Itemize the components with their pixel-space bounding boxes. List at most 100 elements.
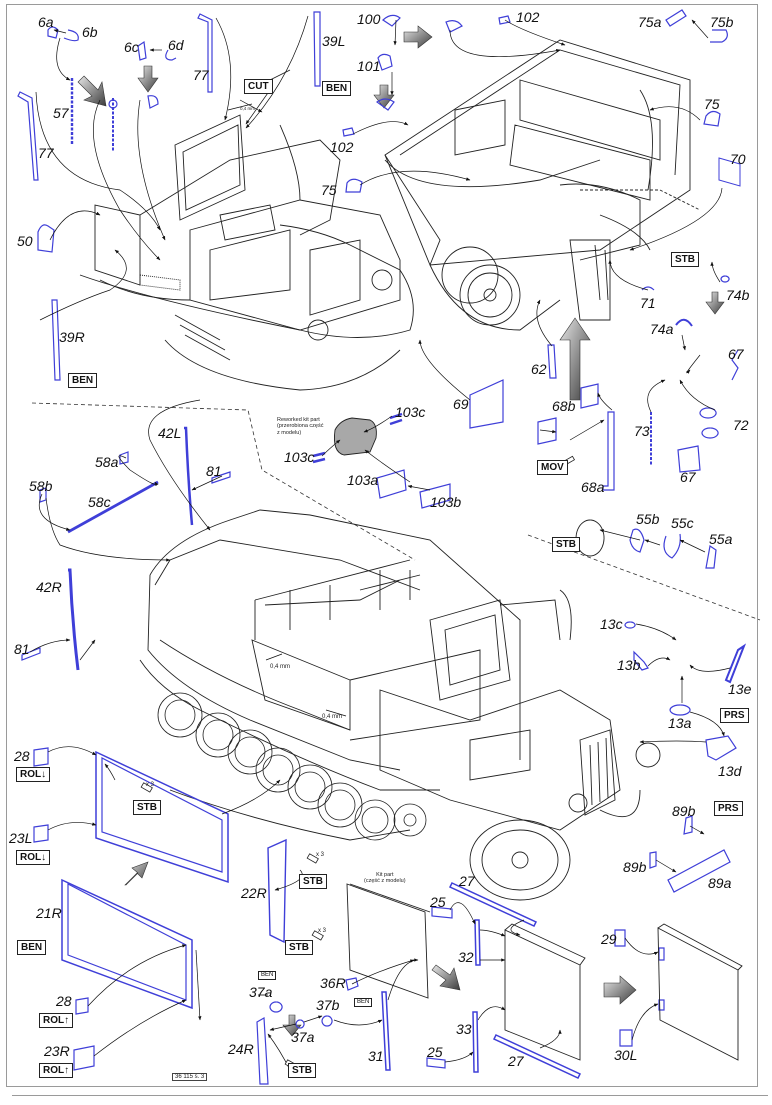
quantity-note: x 3 [316,852,325,858]
part-label-102-top: 102 [516,9,540,25]
process-arrow [705,291,725,315]
part-33 [472,1011,479,1073]
part-55a [705,544,717,569]
part-37b [321,1015,333,1027]
part-door-frame-upper [95,750,229,884]
note-line: (część z modelu) [364,878,406,885]
part-label-103b: 103b [430,494,462,510]
part-27b [492,1034,582,1079]
part-36R [345,977,359,991]
instruction-tag-stb: STB [552,537,580,552]
dimension-note: 0,4 mm [240,106,256,111]
note-line: z modelu) [277,429,302,436]
part-label-73: 73 [634,423,650,439]
part-label-22R: 22R [241,885,267,901]
halftrack-drawing [139,509,661,901]
dimension-markers [227,103,347,717]
reworked-kit-part-note: Reworked kit part (przerobiona część z m… [277,417,323,436]
part-13b [633,650,649,671]
part-label-55b: 55b [636,511,660,527]
part-103a [376,469,407,499]
bottom-rule [12,1095,768,1096]
part-103c2 [312,451,326,464]
kit-part-note: Kit part (część z modelu) [364,872,406,885]
part-label-71: 71 [640,295,656,311]
part-label-33: 33 [456,1021,472,1037]
part-77b [17,91,39,181]
kit-part-box [333,417,377,456]
part-31 [381,991,391,1071]
part-label-39L: 39L [322,33,346,49]
part-label-75-upper: 75 [704,96,720,112]
part-72 [699,407,719,439]
part-label-37b: 37b [316,997,340,1013]
part-70 [718,157,741,187]
part-13d [705,735,737,761]
part-label-21R: 21R [36,905,62,921]
part-103c1 [389,412,403,426]
instruction-tag-prs: PRS [720,708,749,723]
part-label-75a: 75a [638,14,662,30]
part-label-25-bottom: 25 [427,1044,443,1060]
part-label-58b: 58b [29,478,53,494]
part-22R [267,838,287,944]
part-label-89a: 89a [708,875,732,891]
part-label-69: 69 [453,396,469,412]
part-102a [498,15,511,25]
part-6c [137,40,147,61]
part-67a [731,349,739,381]
part-label-27-bottom: 27 [508,1053,524,1069]
kit-door-final [657,927,739,1061]
part-label-68b: 68b [552,398,576,414]
part-label-29: 29 [601,931,617,947]
note-line: (przerobiona część [277,423,324,430]
quantity-note: x 3 [146,782,155,788]
part-81a [211,471,231,484]
etched-parts [17,9,747,1085]
part-21R [61,878,193,1010]
part-label-81-top: 81 [206,463,222,479]
instruction-tag-stb: STB [288,1063,316,1078]
part-71 [641,286,655,291]
instruction-tag-rol-down: ROL↓ [16,767,51,782]
part-label-89b-lower: 89b [623,859,647,875]
part-label-27-top: 27 [459,873,475,889]
sheet-frame [6,4,758,1087]
part-62 [547,344,557,379]
kit-parts [258,417,743,1061]
part-89a [667,849,731,893]
part-101 [377,53,393,71]
part-label-68a: 68a [581,479,605,495]
dimension-note: 0,4 mm [270,664,291,670]
part-75b [710,29,728,43]
part-6a [47,26,59,39]
process-arrow [282,1014,302,1037]
part-label-70: 70 [730,151,746,167]
instruction-tag-mov: MOV [537,460,568,475]
part-77a [197,13,213,93]
part-label-57: 57 [53,105,69,121]
instruction-tag-stb: STB [671,252,699,267]
part-13e [724,643,747,684]
part-label-6a: 6a [38,14,54,30]
part-label-103c-right: 103c [395,404,426,420]
part-25b [426,1057,446,1069]
process-arrow [373,84,395,109]
part-label-37a-lower: 37a [291,1029,315,1045]
part-103b [419,483,451,509]
part-58a [119,451,129,465]
kit-door-assembly [504,929,581,1061]
part-42L [184,426,194,526]
instruction-tag-ben: BEN [258,971,277,980]
part-58c [67,480,159,534]
part-label-13e: 13e [728,681,752,697]
part-23L [33,824,49,843]
kit-part-55-disc [575,519,605,557]
part-label-31: 31 [368,1048,384,1064]
part-28b [75,997,89,1015]
part-6d [165,49,177,61]
process-arrow [137,65,159,93]
part-81b [21,647,41,661]
rear-body-drawing [384,39,701,331]
part-label-30L: 30L [614,1047,638,1063]
